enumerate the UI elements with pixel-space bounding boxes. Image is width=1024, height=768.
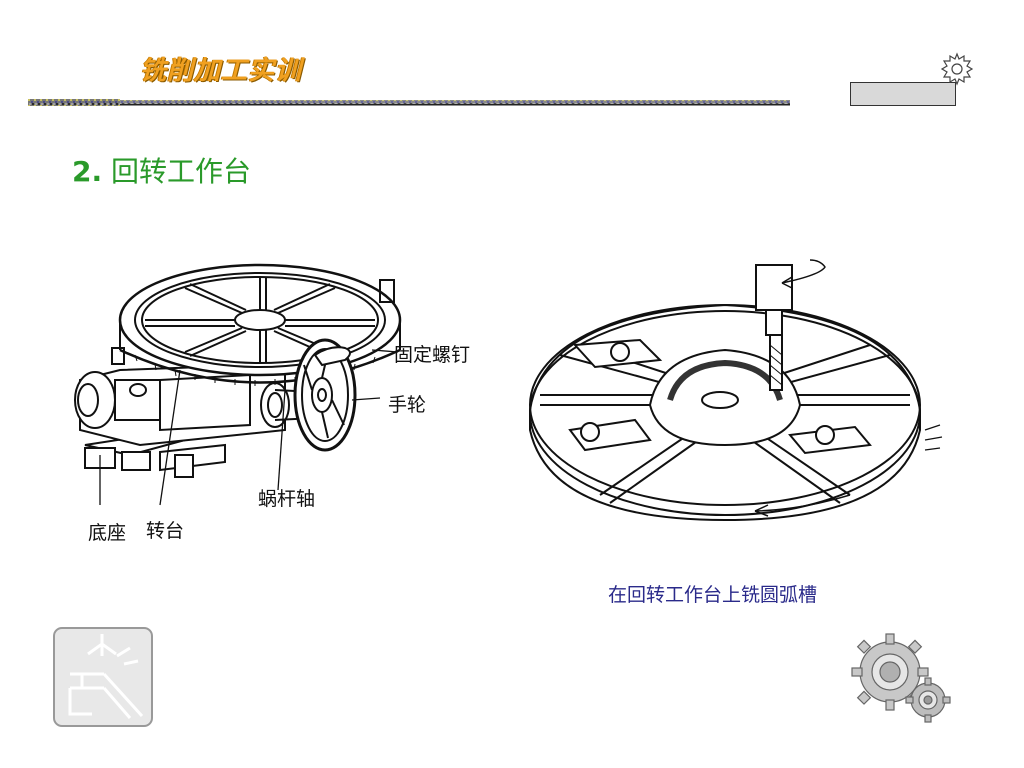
arc-slot-milling-illustration	[529, 259, 943, 522]
rotary-table-illustration	[74, 263, 402, 506]
section-number: 2.	[72, 155, 103, 188]
saw-gear-icon	[940, 52, 974, 86]
label-base: 底座	[88, 522, 127, 544]
label-rotary-table: 转台	[146, 520, 185, 542]
construction-beam-icon	[53, 627, 153, 727]
header-rule	[28, 99, 790, 106]
figure-caption: 在回转工作台上铣圆弧槽	[608, 584, 818, 606]
label-worm-shaft: 蜗杆轴	[258, 488, 316, 510]
section-heading: 2. 回转工作台	[72, 150, 251, 190]
label-handwheel: 手轮	[388, 394, 427, 416]
course-title: 铣削加工实训	[140, 56, 303, 86]
gears-icon	[851, 633, 951, 723]
header-box	[850, 82, 956, 106]
section-title: 回转工作台	[111, 155, 252, 188]
label-fixing-screw: 固定螺钉	[394, 344, 471, 366]
